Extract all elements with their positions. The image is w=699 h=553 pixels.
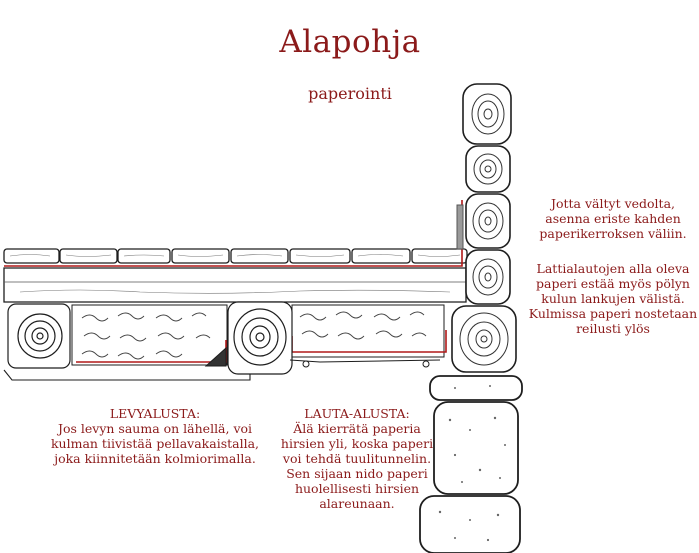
insulation-right [291,304,445,358]
diagram-title: Alapohja [279,24,421,60]
levyalusta-heading: LEVYALUSTA: [109,406,201,421]
ground-line [3,369,251,381]
wall-logs [451,83,517,373]
stone-foundation [419,375,523,553]
diagram-subtitle: paperointi [308,84,392,103]
subfloor-plank [3,267,467,303]
joist-left [7,303,71,369]
levyalusta-body: Jos levyn sauma on lähellä, voi kulman t… [50,421,260,466]
board-grain [9,254,461,257]
stone-texture [438,385,506,542]
note-floor-paper: Lattialautojen alla oleva paperi estää m… [528,261,698,336]
joist-middle [227,301,293,375]
skirting-board [456,204,464,250]
triangle-batten [204,346,227,367]
note-lauta-alusta: LAUTA-ALUSTA: Älä kierrätä paperia hirsi… [272,406,442,511]
floor-boards [3,248,468,264]
insulation-left [71,304,228,366]
lauta-heading: LAUTA-ALUSTA: [304,406,410,421]
lauta-body: Älä kierrätä paperia hirsien yli, koska … [280,421,434,511]
wall-log-rings [459,93,509,366]
note-insulation: Jotta vältyt vedolta, asenna eriste kahd… [539,196,687,241]
note-levyalusta: LEVYALUSTA: Jos levyn sauma on lähellä, … [50,406,260,466]
